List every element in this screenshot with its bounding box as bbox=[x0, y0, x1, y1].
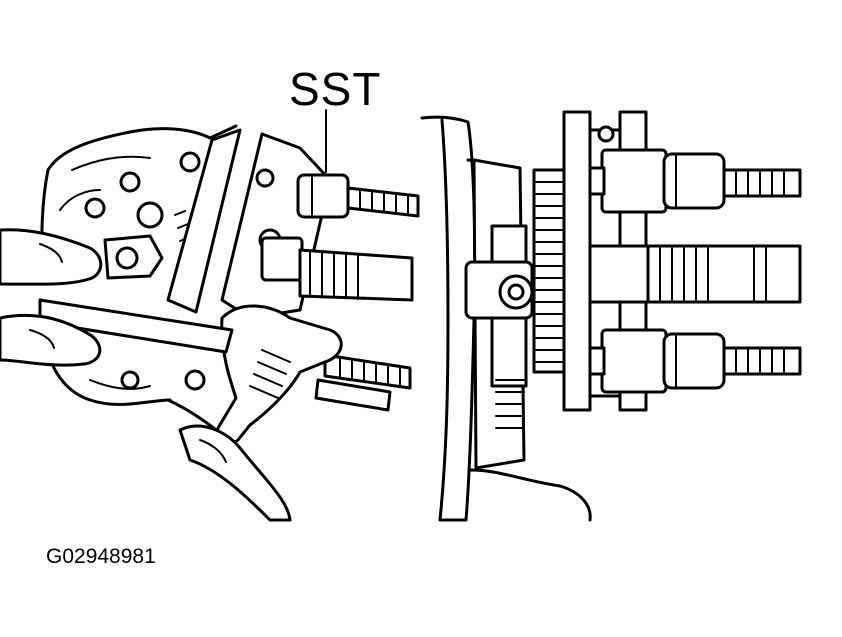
hub-hole-6 bbox=[184, 369, 206, 391]
hub-hole-2 bbox=[119, 171, 141, 193]
upper-stud bbox=[588, 166, 606, 196]
lower-bolt-threads bbox=[339, 356, 401, 387]
upper-right-nut-base bbox=[600, 148, 668, 214]
upper-right-bolt bbox=[722, 168, 802, 198]
upper-bolt-threads bbox=[359, 189, 409, 216]
gear-ring-teeth bbox=[533, 181, 565, 363]
lower-right-nut bbox=[662, 332, 726, 390]
lower-gear-teeth bbox=[495, 379, 525, 429]
axle-shaft-flange bbox=[260, 236, 304, 282]
sst-label: SST bbox=[289, 63, 382, 115]
knuckle-bolt-head bbox=[115, 246, 139, 270]
axle-shaft-collar bbox=[588, 244, 650, 304]
hand-knuckle-lines bbox=[29, 243, 227, 463]
axle-shaft-right bbox=[644, 244, 802, 304]
lower-right-bolt-threads bbox=[735, 347, 785, 375]
axle-shaft bbox=[298, 248, 414, 302]
upper-right-nut bbox=[662, 152, 726, 210]
upper-puller-nut bbox=[296, 173, 350, 219]
hub-hole-5 bbox=[120, 370, 140, 390]
hand-upper bbox=[0, 228, 103, 286]
knuckle-housing bbox=[40, 124, 282, 522]
hub-hole-1 bbox=[84, 197, 106, 219]
axle-shaft-splines bbox=[659, 245, 767, 303]
figure-code: G02948981 bbox=[46, 545, 156, 568]
hub-hole-3 bbox=[179, 151, 201, 173]
puller-connector-hole-upper bbox=[597, 125, 615, 143]
right-view-axle-hub-with-puller bbox=[420, 110, 802, 522]
backing-plate-outline bbox=[420, 115, 477, 522]
lower-support-bolt bbox=[314, 378, 392, 412]
gear-ring bbox=[532, 168, 566, 374]
hub-hole-4 bbox=[136, 201, 164, 229]
puller-plate-hole-1 bbox=[255, 168, 275, 188]
lower-stud bbox=[588, 346, 606, 376]
lower-right-bolt bbox=[722, 346, 802, 376]
sst-puller-plate-front bbox=[166, 128, 242, 314]
adjustable-wrench bbox=[216, 304, 343, 445]
left-view-axle-hub-with-puller bbox=[0, 124, 420, 522]
hand-grip bbox=[178, 424, 292, 522]
breaker-bar bbox=[38, 298, 234, 354]
upper-right-bolt-threads bbox=[735, 169, 785, 197]
lower-right-nut-base bbox=[600, 328, 668, 394]
axle-spline-lines bbox=[309, 251, 359, 300]
puller-plate-left bbox=[562, 110, 592, 412]
knuckle-lug-bolt-center bbox=[507, 283, 525, 301]
housing-inner-contour bbox=[59, 155, 151, 390]
wrench-adjuster bbox=[249, 349, 291, 399]
